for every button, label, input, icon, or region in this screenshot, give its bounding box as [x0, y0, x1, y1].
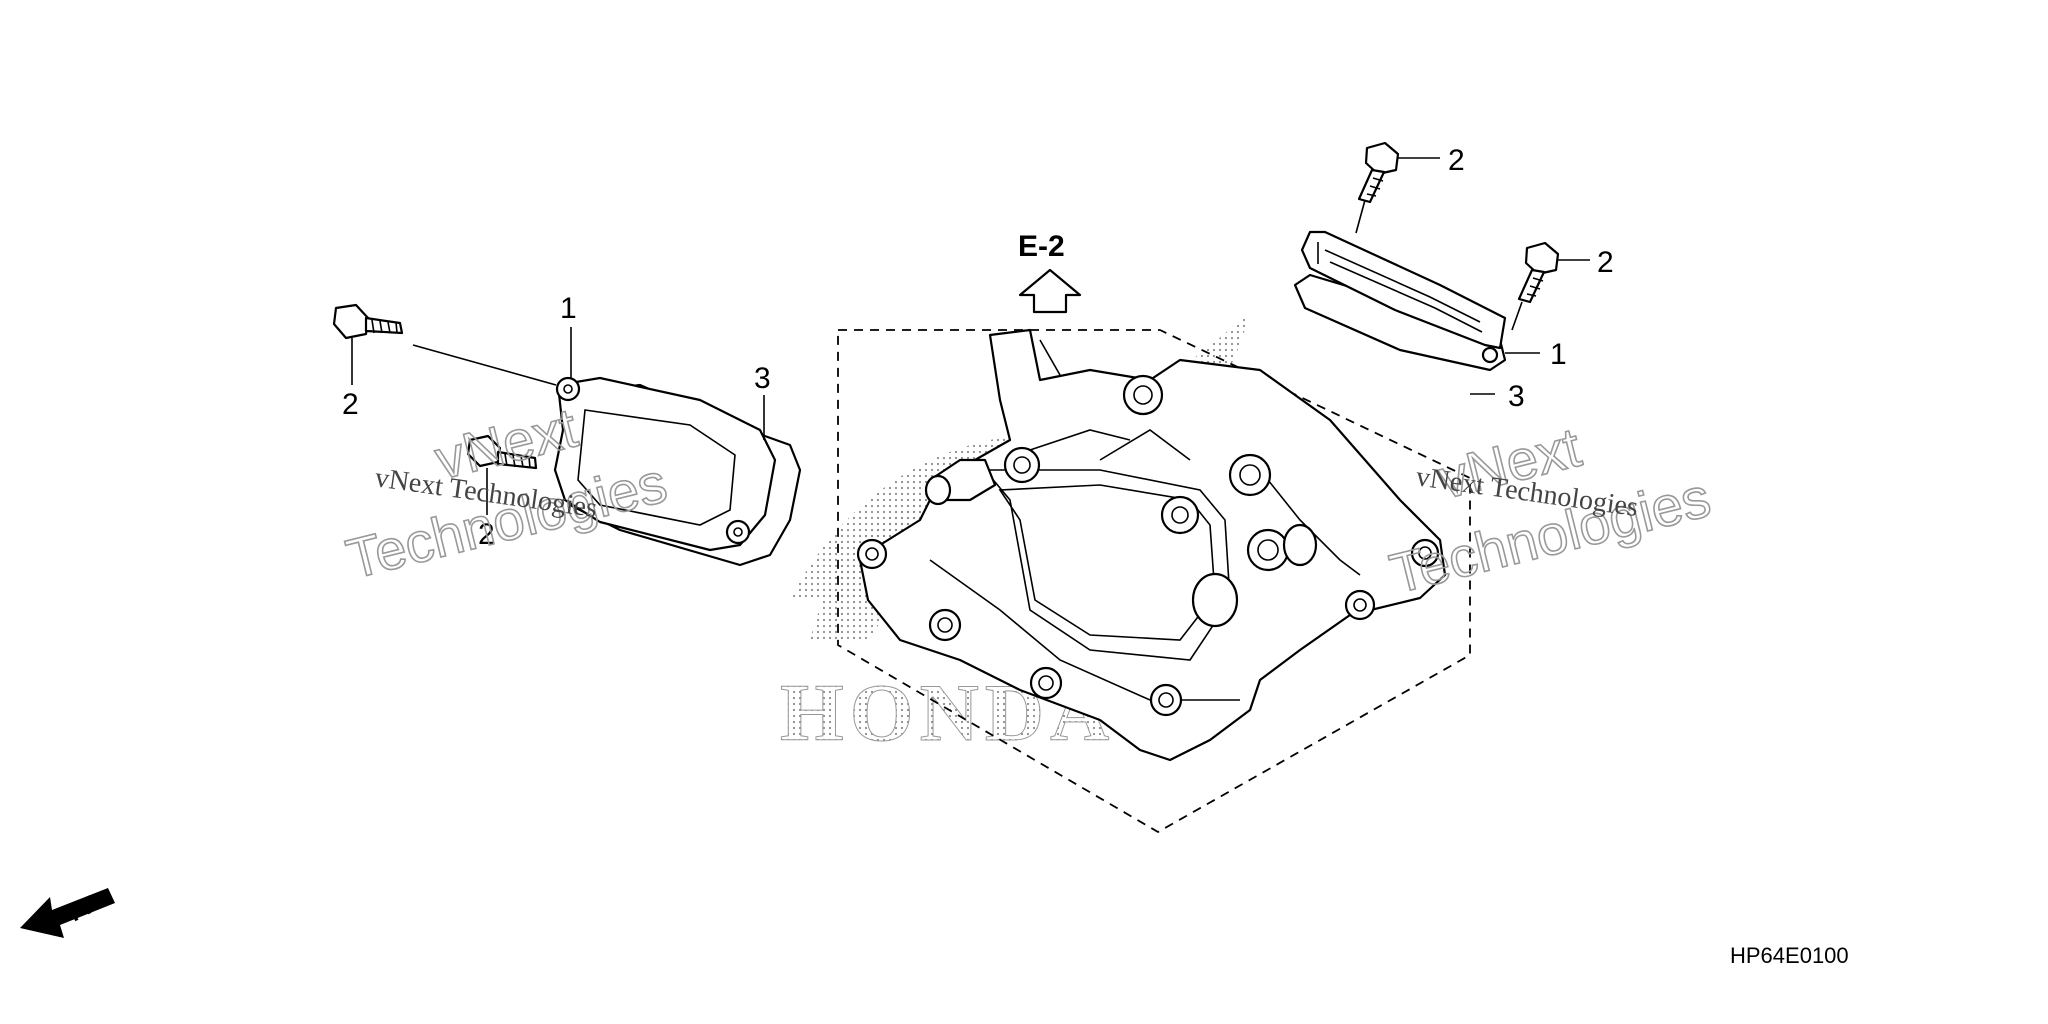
right-tappet-cover — [1293, 230, 1507, 372]
callout-left-bolt-top: 2 — [342, 388, 359, 421]
callout-left-cover: 1 — [560, 292, 577, 325]
assembly-boundary — [837, 329, 1471, 834]
right-bolt-mid-shank-leader — [1511, 301, 1523, 331]
left-tappet-cover — [553, 376, 802, 567]
reference-label: E-2 — [1018, 230, 1065, 263]
right-bolt-mid — [1517, 241, 1560, 304]
callout-left-bolt-bottom: 2 — [478, 518, 495, 551]
callout-right-bolt-mid: 2 — [1597, 246, 1614, 279]
left-bolt-leader — [412, 344, 557, 386]
callout-right-bolt-top: 2 — [1448, 144, 1465, 177]
callout-right-gasket: 3 — [1508, 380, 1525, 413]
front-direction-arrow: FR. — [20, 885, 115, 938]
reference-arrow-e2: E-2 — [1018, 230, 1082, 314]
left-bolt-bottom — [466, 434, 538, 470]
cylinder-head-housing — [856, 328, 1447, 762]
left-bolt-top — [332, 303, 404, 340]
diagram-code: HP64E0100 — [1730, 943, 1849, 968]
callout-left-gasket: 3 — [754, 362, 771, 395]
callout-right-cover: 1 — [1550, 338, 1567, 371]
right-bolt-top — [1357, 141, 1400, 204]
right-bolt-top-shank-leader — [1355, 199, 1366, 234]
